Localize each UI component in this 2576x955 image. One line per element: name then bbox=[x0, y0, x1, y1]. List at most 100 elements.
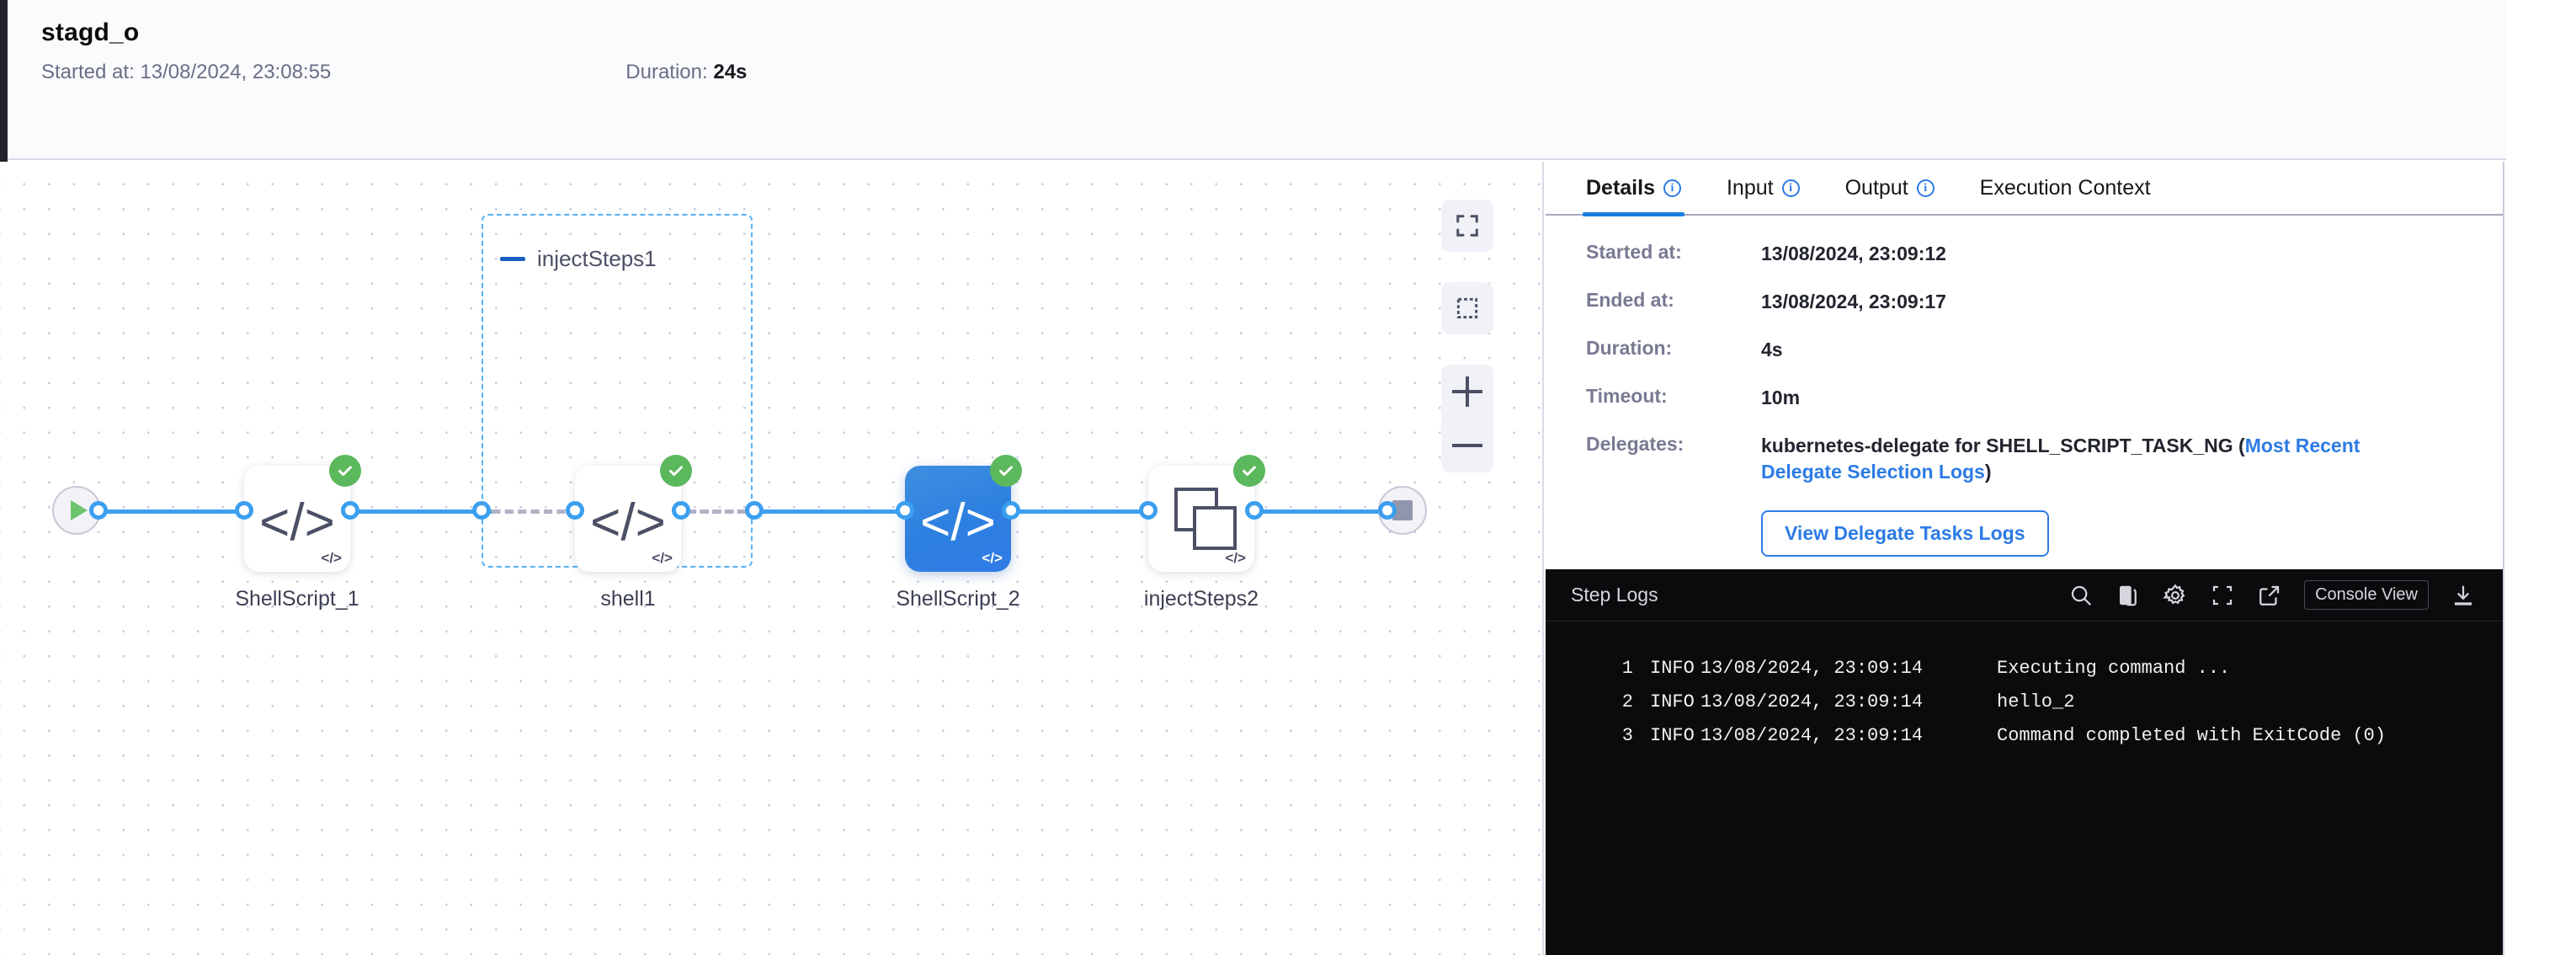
detail-value: 4s bbox=[1761, 339, 1783, 361]
log-line-time: 13/08/2024, 23:09:14 bbox=[1700, 691, 1924, 712]
fit-to-screen-button[interactable] bbox=[1441, 200, 1493, 252]
detail-label: Delegates: bbox=[1586, 433, 1685, 456]
log-line-level: INFO bbox=[1650, 691, 1695, 712]
tab-input[interactable]: Input i bbox=[1727, 161, 1800, 215]
detail-row-timeout: Timeout: 10m bbox=[1586, 385, 2503, 411]
info-icon[interactable]: i bbox=[1916, 179, 1935, 197]
zoom-in-button[interactable] bbox=[1441, 365, 1493, 419]
status-success-icon bbox=[329, 455, 361, 487]
port-shell1-out bbox=[672, 501, 690, 520]
port-shellscript2-out bbox=[1002, 501, 1020, 520]
header-duration: Duration: 24s bbox=[625, 61, 747, 84]
edge-shell1-to-group-out bbox=[661, 510, 766, 514]
code-corner-icon: </> bbox=[321, 550, 342, 566]
port-shellscript2-in bbox=[896, 501, 914, 520]
code-icon: </> bbox=[920, 493, 996, 552]
console-view-button[interactable]: Console View bbox=[2304, 580, 2429, 610]
tab-output[interactable]: Output i bbox=[1845, 161, 1935, 215]
log-line-number: 3 bbox=[1621, 725, 1633, 746]
play-icon bbox=[70, 500, 88, 520]
step-node-shellscript1[interactable]: </> </> bbox=[244, 455, 361, 572]
copy-icon[interactable] bbox=[2116, 583, 2141, 608]
header-meta: Started at: 13/08/2024, 23:08:55 Duratio… bbox=[41, 61, 747, 84]
tab-execution-context[interactable]: Execution Context bbox=[1980, 161, 2151, 215]
port-shellscript1-in bbox=[235, 501, 253, 520]
port-injectsteps2-out bbox=[1245, 501, 1264, 520]
log-line: 2 INFO 13/08/2024, 23:09:14 hello_2 bbox=[1546, 686, 2503, 719]
zoom-out-button[interactable] bbox=[1441, 419, 1493, 472]
tab-details-label: Details bbox=[1586, 175, 1655, 200]
detail-label: Timeout: bbox=[1586, 385, 1668, 408]
port-group-in bbox=[472, 501, 491, 520]
delegate-selection-logs-link[interactable]: Most Recent Delegate Selection Logs bbox=[1761, 435, 2360, 483]
view-delegate-tasks-logs-button[interactable]: View Delegate Tasks Logs bbox=[1761, 510, 2049, 558]
step-node-injectsteps2[interactable]: </> bbox=[1148, 455, 1265, 572]
step-logs-toolbar: Step Logs Console View bbox=[1546, 569, 2503, 622]
search-icon[interactable] bbox=[2068, 583, 2094, 608]
page-title: stagd_o bbox=[41, 19, 140, 46]
info-icon[interactable]: i bbox=[1663, 179, 1681, 197]
step-node-shell1[interactable]: </> </> bbox=[575, 455, 692, 572]
log-line-time: 13/08/2024, 23:09:14 bbox=[1700, 725, 1924, 746]
tab-output-label: Output bbox=[1844, 175, 1908, 200]
selection-box-button[interactable] bbox=[1441, 282, 1493, 334]
code-corner-icon: </> bbox=[1225, 550, 1246, 566]
header-started-label: Started at: bbox=[41, 61, 135, 83]
edge-shellscript1-to-group bbox=[337, 510, 497, 514]
execution-header: stagd_o Started at: 13/08/2024, 23:08:55… bbox=[8, 0, 2576, 160]
detail-value: 10m bbox=[1761, 387, 1801, 409]
detail-row-started-at: Started at: 13/08/2024, 23:09:12 bbox=[1586, 241, 2503, 267]
delegates-suffix: ) bbox=[1984, 461, 1992, 483]
port-shell1-in bbox=[566, 501, 584, 520]
port-group-out bbox=[745, 501, 764, 520]
header-started-at: Started at: 13/08/2024, 23:08:55 bbox=[41, 61, 331, 84]
status-success-icon bbox=[660, 455, 692, 487]
gear-icon[interactable] bbox=[2163, 583, 2188, 608]
zoom-controls[interactable] bbox=[1441, 365, 1493, 472]
header-duration-label: Duration: bbox=[625, 61, 708, 83]
code-corner-icon: </> bbox=[982, 550, 1003, 566]
detail-label: Started at: bbox=[1586, 241, 1682, 263]
log-line: 1 INFO 13/08/2024, 23:09:14 Executing co… bbox=[1546, 652, 2503, 686]
download-icon[interactable] bbox=[2451, 583, 2476, 608]
step-node-label: shell1 bbox=[600, 587, 656, 611]
detail-row-duration: Duration: 4s bbox=[1586, 337, 2503, 363]
edge-start-to-shellscript1 bbox=[97, 510, 265, 514]
step-group-header[interactable]: injectSteps1 bbox=[500, 246, 657, 272]
detail-value: 13/08/2024, 23:09:17 bbox=[1761, 291, 1946, 313]
detail-value: kubernetes-delegate for SHELL_SCRIPT_TAS… bbox=[1761, 433, 2384, 485]
pipeline-end-node[interactable] bbox=[1378, 486, 1427, 535]
log-line-message: Command completed with ExitCode (0) bbox=[1997, 725, 2387, 746]
pipeline-graph-canvas[interactable]: injectSteps1 </> </> ShellScript_1 bbox=[0, 162, 1544, 955]
log-line-time: 13/08/2024, 23:09:14 bbox=[1700, 658, 1924, 679]
log-line-message: Executing command ... bbox=[1997, 658, 2231, 679]
collapse-minus-icon[interactable] bbox=[500, 257, 525, 261]
code-corner-icon: </> bbox=[652, 550, 673, 566]
log-lines[interactable]: 1 INFO 13/08/2024, 23:09:14 Executing co… bbox=[1546, 622, 2503, 753]
status-success-icon bbox=[1233, 455, 1265, 487]
tab-details[interactable]: Details i bbox=[1583, 161, 1685, 216]
delegates-text: kubernetes-delegate for SHELL_SCRIPT_TAS… bbox=[1761, 435, 2245, 457]
edge-injectsteps2-to-end bbox=[1237, 510, 1393, 514]
edge-group-to-shellscript2 bbox=[753, 510, 926, 514]
edge-group-in-to-shell1 bbox=[490, 510, 599, 514]
edge-shellscript2-to-injectsteps2 bbox=[998, 510, 1166, 514]
step-logs-title: Step Logs bbox=[1571, 584, 1658, 606]
header-started-value: 13/08/2024, 23:08:55 bbox=[140, 61, 332, 83]
port-start-out bbox=[89, 501, 108, 520]
external-link-icon[interactable] bbox=[2257, 583, 2282, 608]
step-node-shellscript2[interactable]: </> </> bbox=[905, 455, 1022, 572]
detail-tabs: Details i Input i Output i Execution Con… bbox=[1546, 162, 2503, 216]
port-end-in bbox=[1378, 501, 1397, 520]
log-line-level: INFO bbox=[1650, 658, 1695, 679]
port-shellscript1-out bbox=[341, 501, 359, 520]
minus-icon bbox=[1452, 444, 1482, 447]
code-icon: </> bbox=[259, 493, 335, 552]
step-node-label: injectSteps2 bbox=[1143, 587, 1259, 611]
fullscreen-icon[interactable] bbox=[2210, 583, 2235, 608]
header-duration-value: 24s bbox=[713, 61, 748, 83]
detail-label: Ended at: bbox=[1586, 289, 1674, 312]
log-line-level: INFO bbox=[1650, 725, 1695, 746]
right-outer-strip bbox=[2506, 0, 2576, 955]
info-icon[interactable]: i bbox=[1781, 179, 1800, 197]
